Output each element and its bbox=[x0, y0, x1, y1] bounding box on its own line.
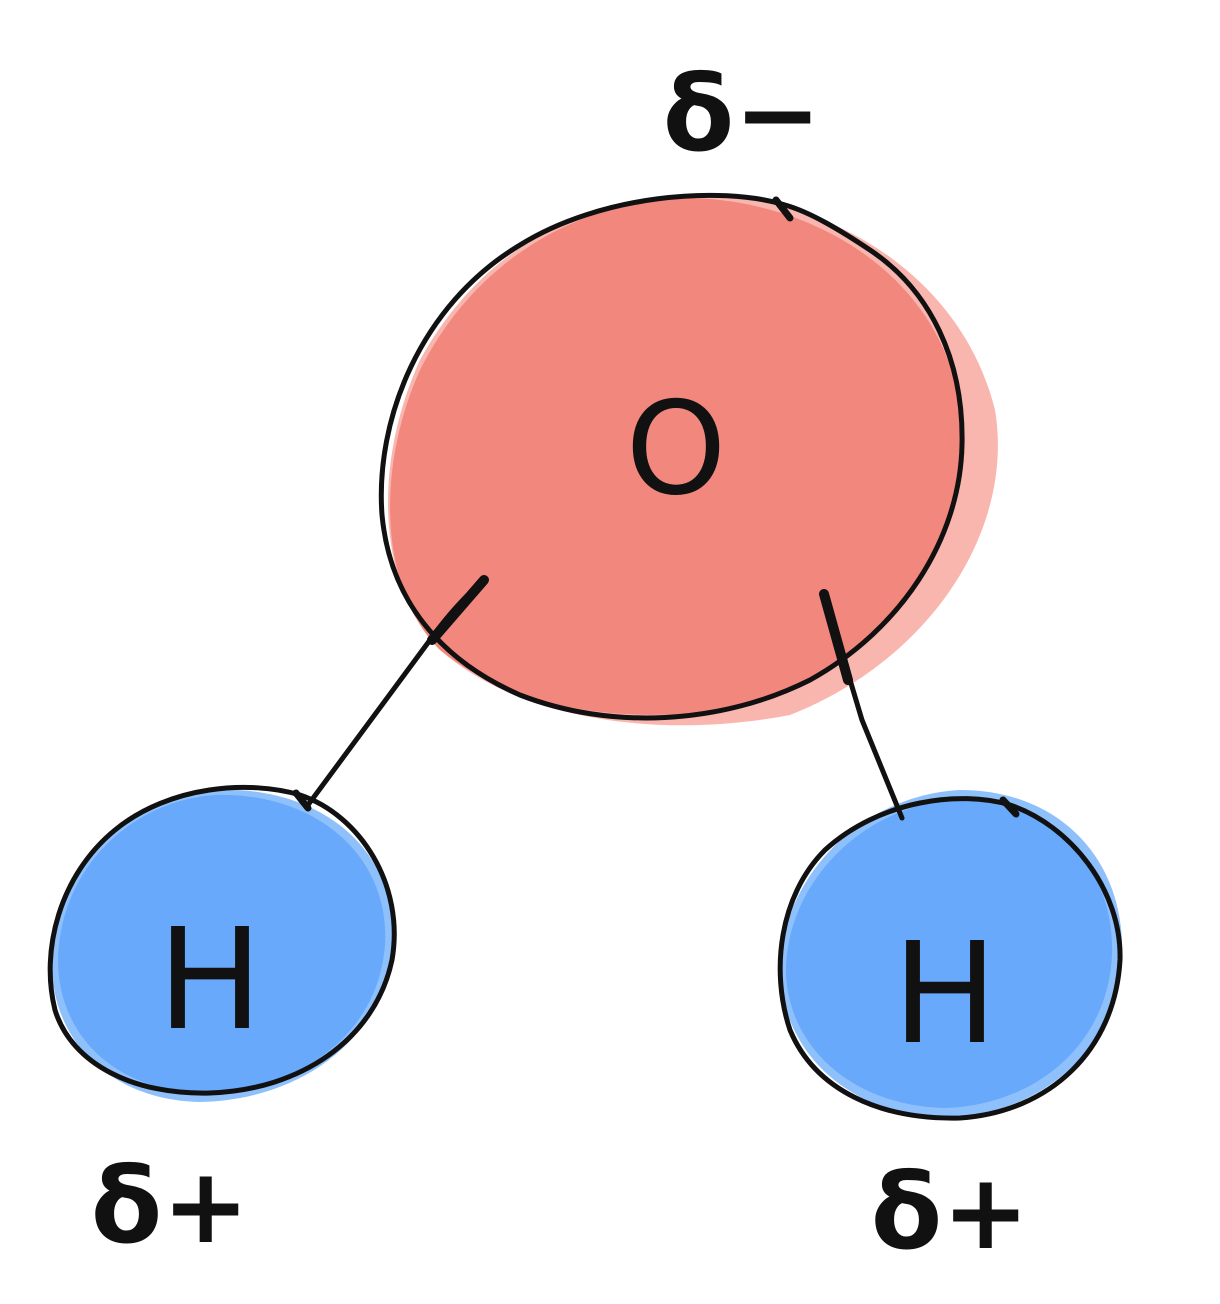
hydrogen-left-atom bbox=[47, 784, 397, 1102]
hydrogen-left-charge-label: δ+ bbox=[91, 1145, 250, 1267]
hydrogen-right-outline-tick bbox=[999, 796, 1020, 818]
oxygen-outline-tick bbox=[772, 196, 794, 222]
hydrogen-right-fill bbox=[785, 800, 1113, 1108]
oxygen-atom bbox=[378, 192, 998, 726]
hydrogen-left-symbol: H bbox=[157, 899, 262, 1062]
oxygen-fill bbox=[390, 197, 961, 715]
hydrogen-right-symbol: H bbox=[892, 913, 997, 1076]
oxygen-charge-label: δ− bbox=[663, 53, 822, 175]
bond-right-heavy bbox=[819, 589, 853, 685]
hydrogen-right-charge-label: δ+ bbox=[871, 1151, 1030, 1273]
oxygen-symbol: O bbox=[626, 375, 727, 524]
hydrogen-left-outline bbox=[47, 784, 397, 1096]
hydrogen-right-outline bbox=[777, 796, 1123, 1121]
hydrogen-right-atom bbox=[777, 790, 1123, 1121]
hydrogen-left-fill bbox=[58, 794, 386, 1093]
bond-left-heavy bbox=[427, 575, 489, 645]
oxygen-outline bbox=[378, 192, 965, 721]
